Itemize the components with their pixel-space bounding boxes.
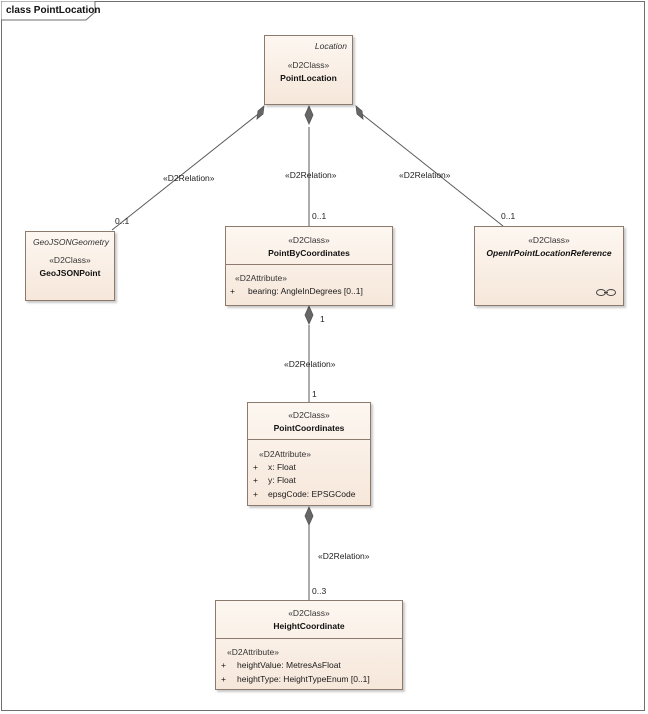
class-name: HeightCoordinate: [273, 621, 345, 631]
compartment-divider: [226, 264, 392, 265]
relation-line-openlr: [357, 110, 504, 227]
frame-title: class PointLocation: [6, 5, 101, 16]
parent-class-label: GeoJSONGeometry: [32, 237, 109, 247]
relation-label-openlr: «D2Relation»: [399, 170, 451, 180]
compartment-divider: [216, 638, 402, 639]
class-geojson-point[interactable]: GeoJSONGeometry «D2Class» GeoJSONPoint: [25, 231, 115, 301]
class-point-by-coordinates[interactable]: «D2Class» PointByCoordinates «D2Attribut…: [225, 226, 393, 306]
frame-tab: [1, 1, 96, 21]
class-openlr-point-location-reference[interactable]: «D2Class» OpenlrPointLocationReference: [474, 226, 624, 306]
class-stereotype: «D2Class»: [287, 60, 330, 70]
relation-label-pbc: «D2Relation»: [285, 170, 337, 180]
relation-label-geojson: «D2Relation»: [163, 173, 215, 183]
class-name: OpenlrPointLocationReference: [486, 248, 612, 258]
class-height-coordinate[interactable]: «D2Class» HeightCoordinate «D2Attribute»…: [215, 600, 403, 690]
multiplicity-pc: 1: [312, 389, 317, 399]
class-point-location[interactable]: Location «D2Class» PointLocation: [264, 35, 353, 105]
composition-diamond-geojson: [256, 105, 265, 120]
class-point-coordinates[interactable]: «D2Class» PointCoordinates «D2Attribute»…: [247, 402, 371, 506]
composition-diamond-pc: [304, 305, 314, 325]
attribute-stereotype: «D2Attribute»: [259, 449, 311, 459]
chain-link-icon: [596, 289, 616, 296]
class-name: PointCoordinates: [273, 423, 345, 433]
attribute-stereotype: «D2Attribute»: [235, 273, 287, 283]
multiplicity-pbc-source: 1: [320, 314, 325, 324]
class-stereotype: «D2Class»: [49, 255, 91, 265]
class-stereotype: «D2Class»: [288, 410, 330, 420]
multiplicity-hc: 0..3: [312, 586, 327, 596]
class-stereotype: «D2Class»: [528, 235, 570, 245]
relation-line-geojson: [111, 110, 263, 231]
class-stereotype: «D2Class»: [288, 235, 330, 245]
multiplicity-pbc: 0..1: [312, 211, 327, 221]
relation-label-hc: «D2Relation»: [318, 551, 370, 561]
composition-diamond-hc: [304, 506, 314, 526]
multiplicity-geojson: 0..1: [115, 216, 130, 226]
class-stereotype: «D2Class»: [288, 608, 330, 618]
composition-diamond-openlr: [355, 105, 364, 120]
class-name: PointByCoordinates: [268, 248, 350, 258]
class-name: GeoJSONPoint: [39, 268, 101, 278]
compartment-divider: [248, 439, 370, 440]
composition-diamond-pbc: [304, 105, 314, 125]
class-name: PointLocation: [280, 73, 337, 83]
parent-class-label: Location: [314, 41, 347, 51]
attribute-stereotype: «D2Attribute»: [227, 647, 279, 657]
multiplicity-openlr: 0..1: [501, 211, 516, 221]
relation-label-pc: «D2Relation»: [284, 359, 336, 369]
